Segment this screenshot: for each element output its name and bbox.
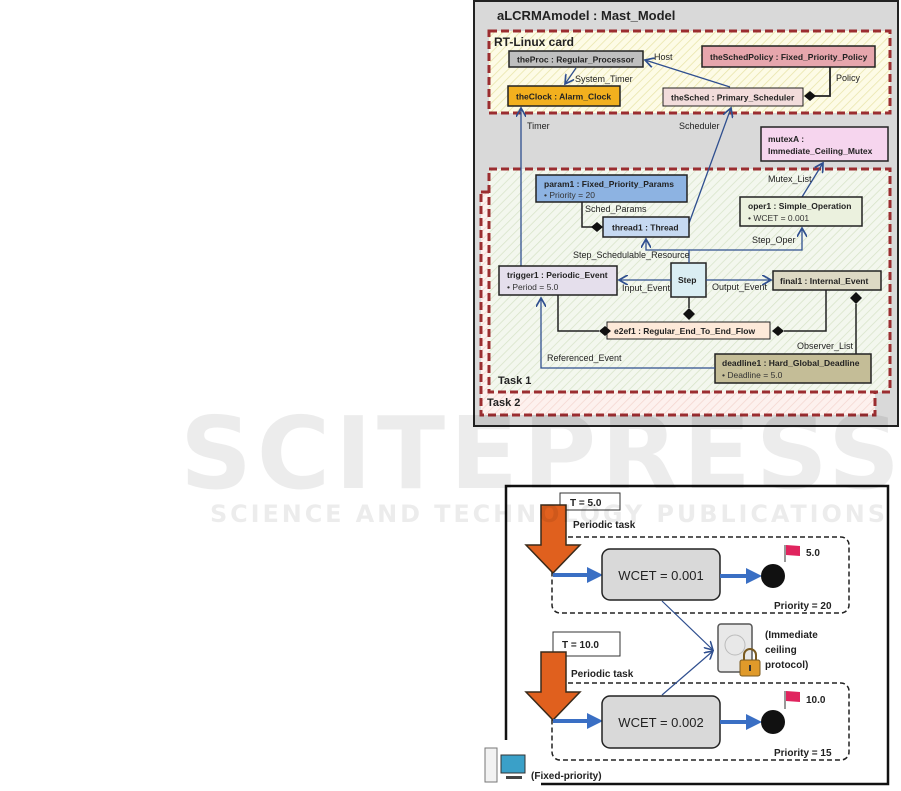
svg-text:Immediate_Ceiling_Mutex: Immediate_Ceiling_Mutex xyxy=(768,146,873,156)
label-host: Host xyxy=(654,52,673,62)
svg-text:theSchedPolicy : Fixed_Priorit: theSchedPolicy : Fixed_Priority_Policy xyxy=(710,52,868,62)
param1-node: param1 : Fixed_Priority_Params • Priorit… xyxy=(535,174,688,203)
label-system-timer: System_Timer xyxy=(575,74,633,84)
task-a-period-box xyxy=(559,492,621,511)
task-b-container xyxy=(551,682,850,761)
resource-line1: (Immediate xyxy=(765,630,818,641)
label-output-event: Output_Event xyxy=(712,282,768,292)
svg-text:e2ef1 : Regular_End_To_End_Flo: e2ef1 : Regular_End_To_End_Flow xyxy=(614,326,755,336)
task-a-label: Periodic task xyxy=(573,520,636,531)
task1-label: Task 1 xyxy=(498,375,531,387)
oper1-node: oper1 : Simple_Operation • WCET = 0.001 xyxy=(739,196,863,227)
svg-text:param1 : Fixed_Priority_Params: param1 : Fixed_Priority_Params xyxy=(544,179,674,189)
svg-text:• Period = 5.0: • Period = 5.0 xyxy=(507,282,559,292)
composition-diamond-icon xyxy=(599,326,611,336)
task-b-wcet: WCET = 0.002 xyxy=(618,715,703,730)
edge-referenced-event xyxy=(541,298,715,369)
proc-node: theProc : Regular_Processor xyxy=(508,50,644,68)
task-b-end-node xyxy=(761,710,785,734)
label-observer-list: Observer_List xyxy=(797,341,854,351)
task-a-wcet: WCET = 0.001 xyxy=(618,568,703,583)
svg-text:deadline1 : Hard_Global_Deadli: deadline1 : Hard_Global_Deadline xyxy=(722,358,860,368)
periodic-arrow-icon xyxy=(524,504,582,575)
composition-diamond-icon xyxy=(772,326,784,336)
label-policy: Policy xyxy=(836,73,861,83)
scheduler-node: theSched : Primary_Scheduler xyxy=(662,87,804,107)
task-a-period: T = 5.0 xyxy=(570,498,602,509)
task2-label: Task 2 xyxy=(487,397,520,409)
edge-policy xyxy=(811,67,831,97)
final1-node: final1 : Internal_Event xyxy=(772,270,882,291)
composition-diamond-icon xyxy=(683,308,695,320)
svg-text:• WCET = 0.001: • WCET = 0.001 xyxy=(748,213,809,223)
task-b-label: Periodic task xyxy=(571,669,634,680)
task-a-priority: Priority = 20 xyxy=(774,601,832,612)
deadline-flag-icon xyxy=(784,545,800,562)
composition-diamond-icon xyxy=(850,292,862,304)
task-b-priority: Priority = 15 xyxy=(774,748,832,759)
label-input-event: Input_Event xyxy=(622,283,671,293)
composition-diamond-icon xyxy=(804,91,816,101)
task-b-period: T = 10.0 xyxy=(562,640,599,651)
model-title: aLCRMAmodel : Mast_Model xyxy=(497,8,675,23)
computer-icon xyxy=(484,747,526,783)
svg-text:Step: Step xyxy=(678,275,696,285)
svg-text:• Deadline = 5.0: • Deadline = 5.0 xyxy=(722,370,783,380)
periodic-arrow-icon xyxy=(524,651,582,722)
resource-line3: protocol) xyxy=(765,660,808,671)
svg-text:theProc : Regular_Processor: theProc : Regular_Processor xyxy=(517,55,635,65)
task-a-container xyxy=(551,536,850,614)
padlock-icon xyxy=(739,648,761,677)
label-scheduler: Scheduler xyxy=(679,121,720,131)
edge-host xyxy=(645,60,731,88)
label-step-oper: Step_Oper xyxy=(752,235,796,245)
resource-line2: ceiling xyxy=(765,645,797,656)
task-a-deadline: 5.0 xyxy=(806,548,820,559)
svg-text:• Priority = 20: • Priority = 20 xyxy=(544,190,595,200)
trigger1-node: trigger1 : Periodic_Event • Period = 5.0 xyxy=(498,265,618,296)
mast-model-panel: aLCRMAmodel : Mast_Model RT-Linux card t… xyxy=(473,0,899,427)
platform-label: (Fixed-priority) xyxy=(531,771,602,782)
rt-linux-label: RT-Linux card xyxy=(494,35,574,49)
svg-text:mutexA :: mutexA : xyxy=(768,134,804,144)
label-sched-params: Sched_Params xyxy=(585,204,647,214)
label-timer: Timer xyxy=(527,121,550,131)
edge-scheduler xyxy=(687,108,731,227)
task-b-deadline: 10.0 xyxy=(806,695,826,706)
edge-mutex-list xyxy=(801,163,823,198)
step-node: Step xyxy=(670,262,707,298)
svg-text:trigger1 : Periodic_Event: trigger1 : Periodic_Event xyxy=(507,270,608,280)
e2ef1-node: e2ef1 : Regular_End_To_End_Flow xyxy=(606,321,771,340)
edge-system-timer xyxy=(565,67,577,84)
mutex-node: mutexA : Immediate_Ceiling_Mutex xyxy=(760,126,889,162)
task-a-end-node xyxy=(761,564,785,588)
watermark-title: SCITEPRESS xyxy=(180,395,900,512)
sched-policy-node: theSchedPolicy : Fixed_Priority_Policy xyxy=(701,45,876,68)
svg-text:oper1 : Simple_Operation: oper1 : Simple_Operation xyxy=(748,201,851,211)
label-referenced-event: Referenced_Event xyxy=(547,353,622,363)
system-sketch: T = 5.0 Periodic task WCET = 0.001 5.0 P… xyxy=(484,484,890,786)
svg-text:final1 : Internal_Event: final1 : Internal_Event xyxy=(780,276,868,286)
composition-diamond-icon xyxy=(591,222,603,232)
svg-text:theSched : Primary_Scheduler: theSched : Primary_Scheduler xyxy=(671,93,795,103)
watermark-subtitle: SCIENCE AND TECHNOLOGY PUBLICATIONS xyxy=(210,500,885,528)
deadline1-node: deadline1 : Hard_Global_Deadline • Deadl… xyxy=(714,353,872,384)
thread1-node: thread1 : Thread xyxy=(602,216,690,238)
label-step-schedulable-resource: Step_Schedulable_Resource xyxy=(573,250,690,260)
deadline-flag-icon xyxy=(784,691,800,709)
edge-step-oper xyxy=(689,228,802,251)
label-mutex-list: Mutex_List xyxy=(768,174,812,184)
edge-step-schedulable-resource xyxy=(646,239,690,263)
svg-text:theClock : Alarm_Clock: theClock : Alarm_Clock xyxy=(516,92,611,102)
clock-node: theClock : Alarm_Clock xyxy=(507,85,621,107)
svg-text:thread1 : Thread: thread1 : Thread xyxy=(612,223,679,233)
